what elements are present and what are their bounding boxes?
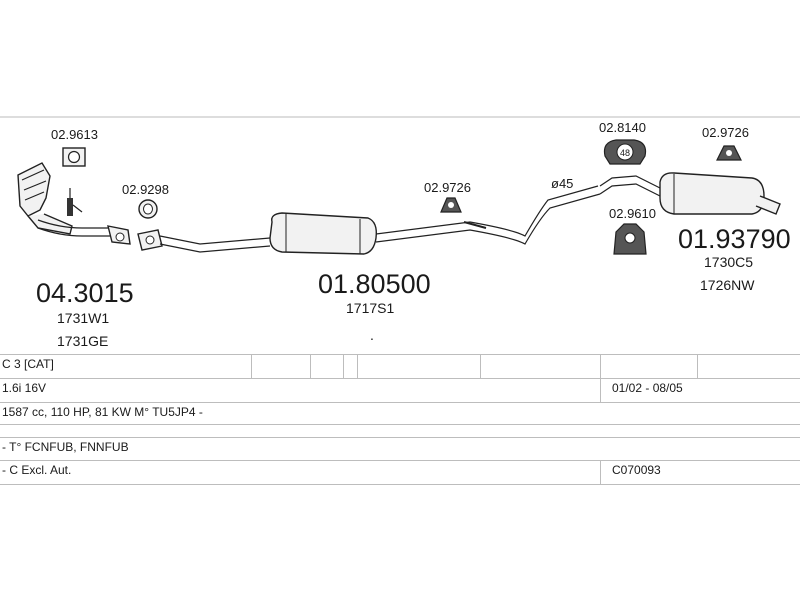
rear-pipe <box>375 185 599 237</box>
table-row-engine: 1.6i 16V 01/02 - 08/05 <box>0 379 800 401</box>
lambda-sensor-icon <box>67 188 83 216</box>
spec-cell: 1587 cc, 110 HP, 81 KW M° TU5JP4 - <box>2 405 203 419</box>
rear-silencer-ref-1730c5: 1730C5 <box>704 254 753 270</box>
part-number-04-3015: 04.3015 <box>36 278 134 308</box>
hanger-bracket-right-icon <box>716 145 742 161</box>
catalyst-ref-1731ge: 1731GE <box>57 333 108 349</box>
dot-mark: . <box>370 327 374 343</box>
pipe-diameter-label: ø45 <box>551 176 573 191</box>
catalyst-icon <box>17 162 73 235</box>
table-row-type: - T° FCNFUB, FNNFUB <box>0 438 800 460</box>
code-cell: C070093 <box>612 463 661 477</box>
part-number-02-9726-right: 02.9726 <box>702 125 749 140</box>
table-row-note: - C Excl. Aut. C070093 <box>0 461 800 483</box>
type-cell: - T° FCNFUB, FNNFUB <box>2 440 129 454</box>
part-number-02-9726-mid: 02.9726 <box>424 180 471 195</box>
hanger-bracket-icon <box>440 197 462 213</box>
flange-icon <box>107 225 131 245</box>
rubber-block-icon <box>613 223 647 255</box>
rubber-mount-icon: 48 <box>603 139 647 165</box>
part-number-01-93790: 01.93790 <box>678 224 791 254</box>
part-number-02-8140: 02.8140 <box>599 120 646 135</box>
model-cell: C 3 [CAT] <box>2 357 54 371</box>
rear-silencer-ref-1726nw: 1726NW <box>700 277 755 293</box>
part-number-02-9613: 02.9613 <box>51 127 98 142</box>
vehicle-info-table: C 3 [CAT] 1.6i 16V 01/02 - 08/05 1587 cc… <box>0 354 800 486</box>
gasket-icon <box>62 147 86 167</box>
part-number-01-80500: 01.80500 <box>318 269 431 299</box>
part-number-02-9298: 02.9298 <box>122 182 169 197</box>
table-row-spec: 1587 cc, 110 HP, 81 KW M° TU5JP4 - <box>0 403 800 425</box>
tailpipe-inlet <box>599 175 661 189</box>
catalyst-ref-1731w1: 1731W1 <box>57 310 109 326</box>
table-row-model: C 3 [CAT] <box>0 355 800 377</box>
part-number-02-9610: 02.9610 <box>609 206 656 221</box>
rear-silencer-icon <box>659 172 781 215</box>
note-cell: - C Excl. Aut. <box>2 463 72 477</box>
middle-silencer-icon <box>269 212 378 255</box>
engine-cell: 1.6i 16V <box>2 381 47 395</box>
pipe-hanger-rod <box>463 221 487 229</box>
clamp-icon <box>138 199 158 219</box>
joint-flange-icon <box>137 229 163 251</box>
mid-pipe <box>159 235 271 245</box>
front-pipe <box>37 227 110 237</box>
rubber-mount-badge: 48 <box>620 148 630 158</box>
dates-cell: 01/02 - 08/05 <box>612 381 683 395</box>
middle-silencer-ref: 1717S1 <box>346 300 394 316</box>
